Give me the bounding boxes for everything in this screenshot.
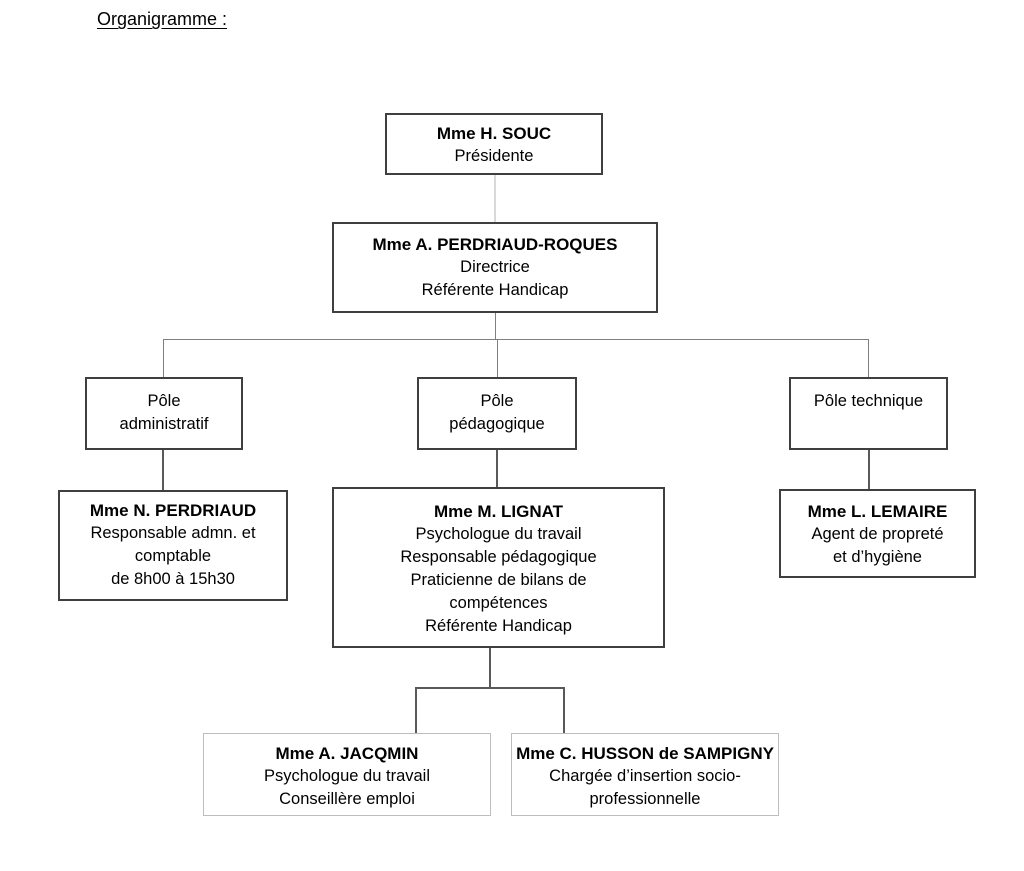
connector-child-drop-left — [415, 687, 417, 733]
person-name: Mme M. LIGNAT — [433, 502, 564, 521]
person-role: professionnelle — [589, 790, 701, 808]
person-role: Présidente — [454, 147, 534, 165]
pole-label: Pôle technique — [813, 392, 924, 410]
person-name: Mme L. LEMAIRE — [807, 502, 948, 521]
person-name: Mme N. PERDRIAUD — [89, 501, 257, 520]
connector-pole-pedago-person — [496, 450, 498, 487]
person-role: Psychologue du travail — [415, 525, 582, 543]
person-role: Chargée d’insertion socio- — [549, 767, 741, 785]
org-box-chargee-insertion: Mme C. HUSSON de SAMPIGNY Chargée d’inse… — [511, 733, 779, 816]
org-box-pole-technique: Pôle technique — [789, 377, 948, 450]
person-name: Mme A. JACQMIN — [275, 744, 419, 763]
org-box-agent-technique: Mme L. LEMAIRE Agent de propreté et d’hy… — [779, 489, 976, 578]
person-role: Directrice — [460, 258, 530, 276]
pole-label: Pôle — [147, 392, 181, 410]
person-role: Conseillère emploi — [279, 790, 415, 808]
connector-child-drop-right — [563, 687, 565, 733]
pole-label: Pôle — [480, 392, 514, 410]
person-role: et d’hygiène — [833, 548, 922, 566]
pole-label: administratif — [119, 415, 209, 433]
person-role: Agent de propreté — [811, 525, 944, 543]
connector-branch-drop-right — [868, 339, 869, 377]
person-name: Mme C. HUSSON de SAMPIGNY — [516, 744, 774, 763]
connector-branch-drop-middle — [497, 339, 498, 377]
org-box-presidente: Mme H. SOUC Présidente — [385, 113, 603, 175]
person-role: comptable — [134, 547, 212, 565]
person-name: Mme H. SOUC — [436, 124, 552, 143]
connector-lignat-stem — [489, 648, 491, 688]
person-role: Psychologue du travail — [263, 767, 430, 785]
org-box-pole-administratif: Pôle administratif — [85, 377, 243, 450]
connector-pole-admin-person — [162, 450, 164, 490]
connector-director-stem — [495, 312, 496, 339]
person-role: Référente Handicap — [425, 617, 572, 635]
org-box-psychologue-conseillere: Mme A. JACQMIN Psychologue du travail Co… — [203, 733, 491, 816]
person-role: Responsable admn. et — [90, 524, 256, 542]
connector-branch-drop-left — [163, 339, 164, 377]
org-box-responsable-administratif: Mme N. PERDRIAUD Responsable admn. et co… — [58, 490, 288, 601]
person-role: Responsable pédagogique — [400, 548, 597, 566]
org-box-responsable-pedagogique: Mme M. LIGNAT Psychologue du travail Res… — [332, 487, 665, 648]
page-title: Organigramme : — [97, 9, 228, 29]
org-box-pole-pedagogique: Pôle pédagogique — [417, 377, 577, 450]
person-name: Mme A. PERDRIAUD-ROQUES — [372, 235, 618, 254]
connector-children-horizontal — [415, 687, 565, 689]
connector-president-director — [494, 175, 496, 222]
person-role: compétences — [449, 594, 548, 612]
pole-label: pédagogique — [449, 415, 545, 433]
person-role: Praticienne de bilans de — [410, 571, 587, 589]
connector-pole-tech-person — [868, 450, 870, 489]
org-box-directrice: Mme A. PERDRIAUD-ROQUES Directrice Référ… — [332, 222, 658, 313]
person-role: Référente Handicap — [421, 281, 569, 299]
connector-branch-horizontal — [163, 339, 869, 340]
person-role: de 8h00 à 15h30 — [111, 570, 235, 588]
